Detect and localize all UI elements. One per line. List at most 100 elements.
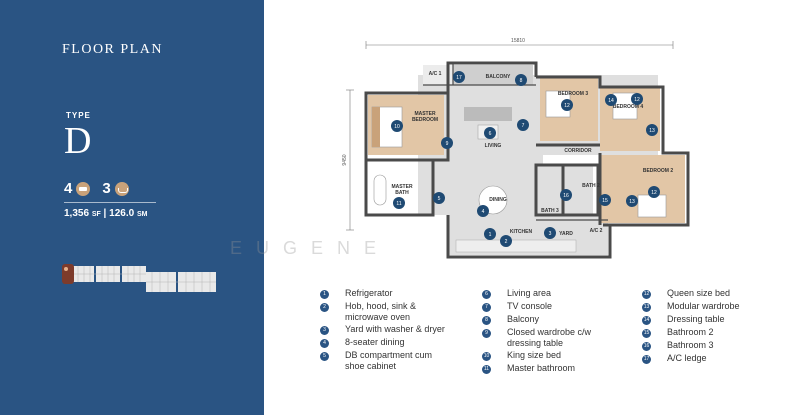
legend-item: 16 Bathroom 3 [642, 340, 792, 351]
balcony-label: BALCONY [486, 74, 511, 80]
legend-number: 10 [482, 352, 491, 361]
legend-number: 14 [642, 316, 651, 325]
legend-text: Balcony [507, 314, 540, 324]
marker: 11 [393, 197, 405, 209]
legend-text: Queen size bed [667, 288, 731, 298]
legend-item: 3 Yard with washer & dryer [320, 324, 470, 335]
master-bedroom-label-1: MASTER [414, 111, 436, 117]
legend-number: 9 [482, 329, 491, 338]
queen-bed-2 [637, 194, 667, 218]
dining-label: DINING [489, 197, 507, 203]
bedroom4-label: BEDROOM 4 [613, 104, 644, 110]
kitchen-label: KITCHEN [510, 229, 533, 235]
watermark: EUGENE [230, 238, 391, 258]
legend-number: 16 [642, 342, 651, 351]
legend-text: A/C ledge [667, 353, 707, 363]
bed-icon [76, 181, 91, 196]
marker: 4 [477, 205, 489, 217]
legend-text: Bathroom 3 [667, 340, 714, 350]
room-labels: A/C 1 BALCONY BEDROOM 3 BEDROOM 4 MASTER… [391, 71, 673, 237]
marker: 9 [441, 137, 453, 149]
marker: 10 [391, 120, 403, 132]
legend-item: 8 Balcony [482, 314, 632, 325]
bathroom-count: 3 [102, 180, 111, 197]
svg-text:11: 11 [396, 201, 401, 207]
legend-text: Hob, hood, sink &microwave oven [345, 301, 417, 322]
legend-item: 4 8-seater dining [320, 337, 470, 348]
legend-text: Yard with washer & dryer [345, 324, 445, 334]
walls [364, 61, 690, 259]
marker: 14 [605, 94, 617, 106]
marker: 15 [599, 194, 611, 206]
marker: 2 [500, 235, 512, 247]
legend-text: Master bathroom [507, 363, 576, 373]
legend-number: 4 [320, 339, 329, 348]
legend-text: Living area [507, 288, 552, 298]
legend-item: 6 Living area [482, 288, 632, 299]
dimension-width: 15810 [511, 38, 525, 44]
legend-item: 11 Master bathroom [482, 363, 632, 374]
ac1-label: A/C 1 [429, 71, 442, 77]
info-panel: FLOOR PLAN TYPE D 4 3 1,356 SF | 126.0 S… [0, 0, 264, 415]
legend-number: 7 [482, 303, 491, 312]
living-label: LIVING [485, 143, 502, 149]
bedroom3-label: BEDROOM 3 [558, 91, 589, 97]
master-bath-label-2: BATH [395, 190, 409, 196]
ac2-label: A/C 2 [590, 228, 603, 234]
page-title: FLOOR PLAN [62, 42, 163, 57]
legend-number: 17 [642, 355, 651, 364]
legend-text: King size bed [507, 350, 562, 360]
legend-number: 5 [320, 352, 329, 361]
marker: 3 [544, 227, 556, 239]
marker: 12 [561, 99, 573, 111]
legend-number: 3 [320, 326, 329, 335]
master-bedroom-label-2: BEDROOM [412, 117, 438, 123]
bathtub-icon [114, 181, 129, 196]
dimension-lines [346, 41, 674, 231]
plan-markers: 10 9 6 7 17 8 12 14 12 13 11 5 4 16 15 1… [391, 71, 660, 247]
inner-walls [423, 63, 608, 221]
svg-text:12: 12 [651, 190, 657, 196]
legend-text: TV console [507, 301, 553, 311]
svg-text:8: 8 [520, 78, 523, 84]
marker: 7 [517, 119, 529, 131]
legend-number: 11 [482, 365, 491, 374]
marker: 17 [453, 71, 465, 83]
area-sf-unit: SF [91, 211, 101, 218]
legend-number: 1 [320, 290, 329, 299]
svg-text:9: 9 [446, 141, 449, 147]
svg-text:12: 12 [564, 103, 570, 109]
marker: 8 [515, 74, 527, 86]
legend-text: Dressing table [667, 314, 725, 324]
legend-number: 12 [642, 290, 651, 299]
legend-text: Modular wardrobe [667, 301, 740, 311]
svg-text:1: 1 [489, 232, 492, 238]
svg-text:5: 5 [438, 196, 441, 202]
floor-plan: 15810 9450 [342, 38, 690, 259]
legend-number: 8 [482, 316, 491, 325]
corridor-label: CORRIDOR [564, 148, 592, 154]
marker: 13 [646, 124, 658, 136]
area-sm: 126.0 [109, 208, 135, 219]
legend-number: 6 [482, 290, 491, 299]
type-label: TYPE [66, 111, 91, 120]
type-value: D [64, 120, 92, 162]
legend-text: 8-seater dining [345, 337, 405, 347]
marker: 5 [433, 192, 445, 204]
keyplan-marker [64, 267, 68, 271]
marker: 1 [484, 228, 496, 240]
divider [64, 202, 156, 203]
marker: 12 [631, 93, 643, 105]
marker: 13 [626, 195, 638, 207]
marker: 12 [648, 186, 660, 198]
svg-text:2: 2 [505, 239, 508, 245]
legend-item: 14 Dressing table [642, 314, 792, 325]
legend-item: 17 A/C ledge [642, 353, 792, 364]
keyplan-highlight-unit [62, 264, 74, 284]
legend-text: Bathroom 2 [667, 327, 714, 337]
